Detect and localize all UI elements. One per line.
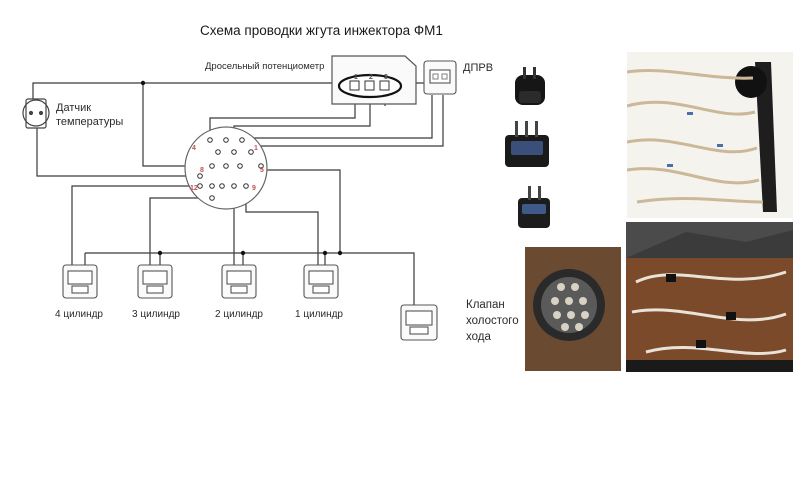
connector-photo-1 (509, 65, 551, 117)
cylinder-1-label: 1 цилиндр (295, 309, 343, 320)
wire-cyl4 (71, 185, 200, 268)
injector-4-icon (62, 264, 98, 299)
connector-pin-label: 4 (192, 145, 196, 152)
tps-connector-icon (331, 55, 417, 105)
idle-valve-icon (400, 304, 438, 341)
cylinder-3-label: 3 цилиндр (132, 309, 180, 320)
wire-cyl3 (149, 197, 212, 268)
tps-pin-label: 2 (369, 74, 373, 81)
wire-top-bus (32, 82, 426, 99)
tps-pin-label: 1 (354, 74, 358, 81)
temp-sensor-icon (22, 98, 50, 129)
connector-pin-label: 8 (200, 167, 204, 174)
connector-pin-label: 9 (252, 185, 256, 192)
diagram-title: Схема проводки жгута инжектора ФМ1 (200, 23, 443, 38)
cylinder-2-label: 2 цилиндр (215, 309, 263, 320)
wire-dprv-2 (260, 95, 444, 166)
junction-dot (157, 250, 163, 256)
connector-pin-label: 1 (254, 145, 258, 152)
harness-photo-engine-bay (626, 222, 793, 372)
wire-pin5 (263, 169, 341, 253)
connector-photo-2 (497, 119, 557, 175)
connector-pin-label: 12 (190, 185, 198, 192)
dprv-connector-icon (423, 60, 457, 95)
injector-3-icon (137, 264, 173, 299)
tps-label: Дросельный потенциометр (205, 61, 325, 72)
junction-dot (322, 250, 328, 256)
dprv-label: ДПРВ (463, 62, 494, 74)
connector-closeup-photo (525, 247, 621, 371)
wire-cyl1 (245, 186, 319, 268)
junction-dot (240, 250, 246, 256)
injector-2-icon (221, 264, 257, 299)
temp-sensor-label: Датчик температуры (56, 102, 124, 128)
connector-photo-3 (512, 186, 556, 234)
wire-injector-bus (85, 252, 415, 307)
wire-tps-1 (209, 100, 356, 140)
harness-photo-white-bg (627, 52, 793, 218)
injector-1-icon (303, 264, 339, 299)
wire-temp-sensor (36, 128, 200, 177)
tps-pin-label: 3 (384, 74, 388, 81)
junction-dot (337, 250, 343, 256)
connector-pin-label: 5 (260, 167, 264, 174)
junction-dot (140, 80, 146, 86)
idle-valve-label: Клапан холостого хода (466, 299, 519, 343)
cylinder-4-label: 4 цилиндр (55, 309, 103, 320)
